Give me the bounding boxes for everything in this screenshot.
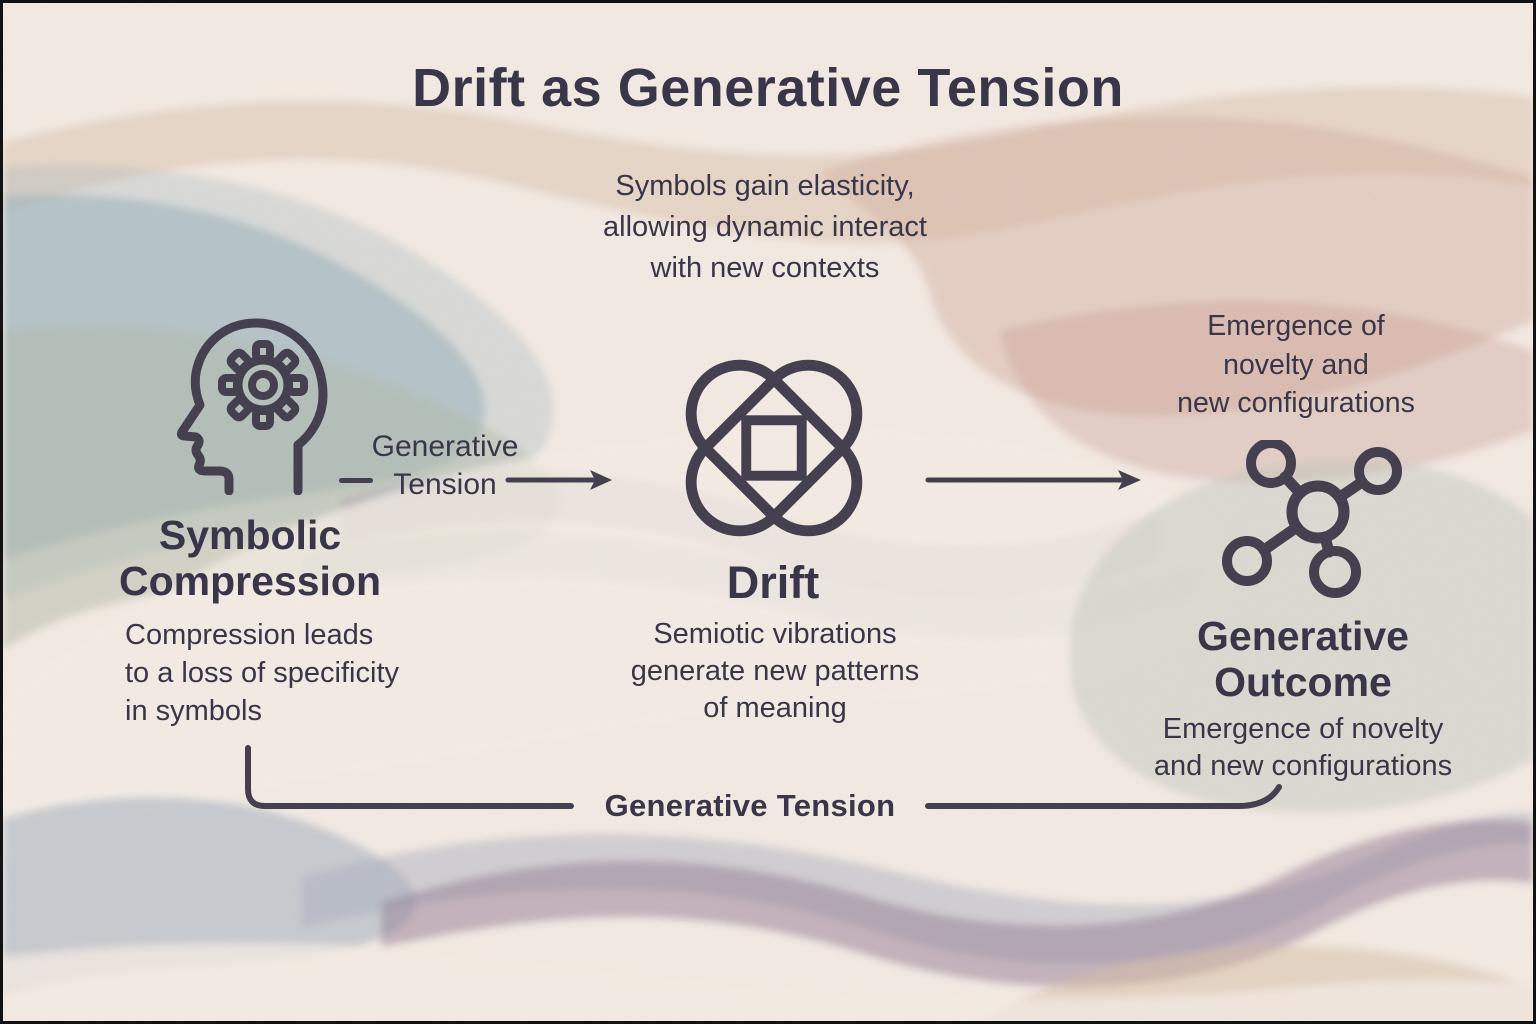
symbolic-compression-description: Compression leads to a loss of specifici… <box>125 616 435 730</box>
description-line: and new configurations <box>1153 750 1453 782</box>
bottom-generative-tension-label: Generative Tension <box>604 788 896 823</box>
generative-outcome-annotation: Emergence of novelty and new configurati… <box>1096 307 1496 423</box>
arrow-drift-to-outcome <box>925 470 1141 490</box>
node-title-line: Outcome <box>1214 659 1392 705</box>
node-title-line: Generative <box>1197 613 1409 659</box>
generative-outcome-description: Emergence of novelty and new configurati… <box>1103 711 1503 785</box>
symbolic-compression-title: Symbolic Compression <box>80 512 420 604</box>
molecule-icon <box>1222 440 1402 598</box>
head-gear-icon <box>176 318 328 495</box>
crossed-loops-icon <box>685 359 863 537</box>
drift-annotation-line: with new contexts <box>650 252 880 284</box>
gear-icon <box>218 340 308 430</box>
feedback-loop-connector <box>245 745 1282 809</box>
generative-outcome-title: Generative Outcome <box>1123 613 1483 705</box>
drift-annotation: Symbols gain elasticity, allowing dynami… <box>465 166 1065 289</box>
label-line: Generative <box>371 430 519 463</box>
description-line: in symbols <box>125 695 262 727</box>
drift-description: Semiotic vibrations generate new pattern… <box>600 616 950 727</box>
drift-annotation-line: allowing dynamic interact <box>603 211 927 243</box>
description-line: Semiotic vibrations <box>653 618 897 650</box>
node-title-line: Symbolic <box>158 512 342 558</box>
generative-tension-label: Generative Tension <box>345 428 545 504</box>
annotation-line: Emergence of <box>1207 310 1385 342</box>
description-line: of meaning <box>703 692 847 724</box>
page-title: Drift as Generative Tension <box>412 58 1124 118</box>
annotation-line: new configurations <box>1177 387 1415 419</box>
node-title-line: Compression <box>119 558 381 604</box>
drift-title: Drift <box>726 557 820 608</box>
arrow-compression-to-drift <box>505 470 612 490</box>
label-line: Tension <box>393 468 497 501</box>
description-line: Compression leads <box>125 619 374 651</box>
description-line: to a loss of specificity <box>125 657 399 689</box>
annotation-line: novelty and <box>1223 348 1369 381</box>
description-line: Emergence of novelty <box>1162 713 1444 745</box>
description-line: generate new patterns <box>630 655 920 687</box>
drift-annotation-line: Symbols gain elasticity, <box>615 170 915 202</box>
tension-dash <box>339 478 373 483</box>
